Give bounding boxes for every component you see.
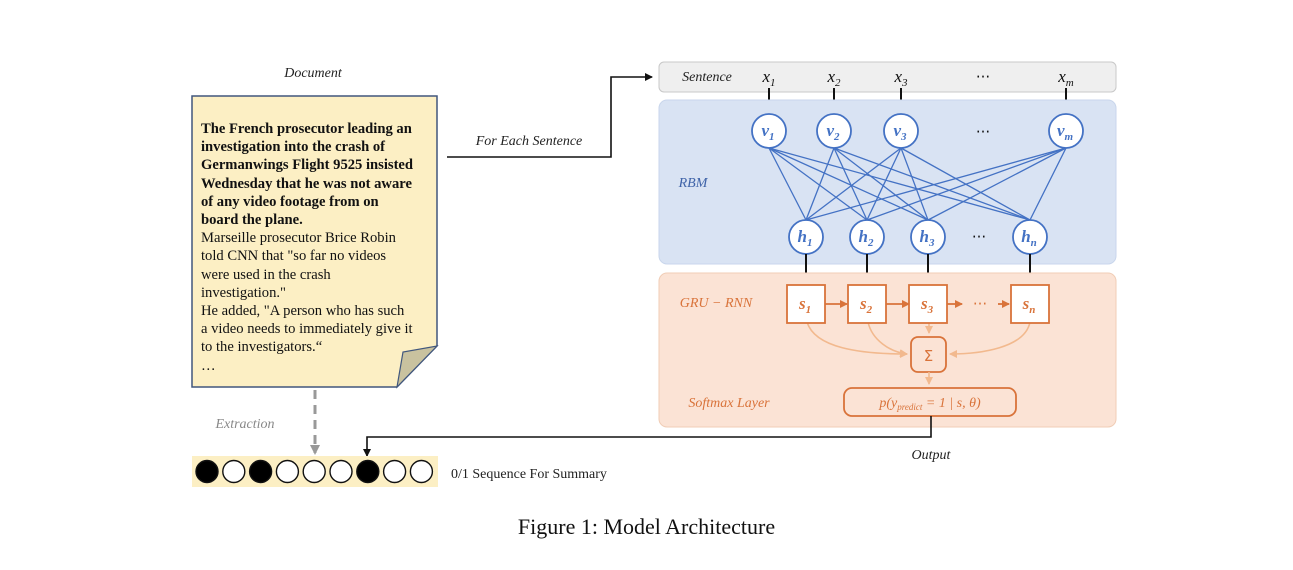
rbm-edge <box>866 147 902 221</box>
visible-node-3 <box>883 113 919 149</box>
figure-caption: Figure 1: Model Architecture <box>517 514 776 539</box>
softmax-formula: p(ypredict = 1 | s, θ) <box>878 396 981 412</box>
sentence-label: Sentence <box>682 70 732 85</box>
state-to-sum-link <box>867 321 908 358</box>
document-headline-line: The French prosecutor leading an <box>201 121 412 137</box>
rbm-edge <box>805 147 835 221</box>
selected-sentence-dot <box>195 459 219 484</box>
rbm-edge <box>833 147 868 221</box>
unselected-sentence-dot <box>409 459 434 484</box>
hidden-ellipsis: ··· <box>972 228 986 246</box>
unselected-sentence-dot <box>382 459 407 484</box>
gru-rnn-label: GRU − RNN <box>680 296 753 311</box>
state-node-label: s2 <box>859 294 873 316</box>
document-headline-line: investigation into the crash of <box>201 139 386 156</box>
document-body-line: Marseille prosecutor Brice Robin <box>201 230 396 247</box>
unselected-sentence-dot <box>302 459 326 484</box>
selected-sentence-dot <box>356 459 380 484</box>
sequence-label: 0/1 Sequence For Summary <box>451 467 607 482</box>
sentence-row <box>658 61 1117 93</box>
hidden-node-label: h1 <box>798 227 813 249</box>
input-x-3: x3 <box>893 67 908 89</box>
output-arrow <box>363 416 932 457</box>
document-headline: The French prosecutor leading an investig… <box>201 120 433 229</box>
rbm-edge <box>866 147 1067 221</box>
softmax-formula-box <box>843 387 1017 417</box>
rbm-edge <box>927 147 1067 221</box>
visible-node-label: v2 <box>826 121 840 143</box>
document-headline-line: of any video footage from on <box>201 193 379 210</box>
state-to-sum-link <box>949 321 1031 358</box>
extraction-label: Extraction <box>214 417 274 432</box>
rbm-edge <box>805 147 1067 221</box>
input-x-2: x2 <box>826 67 841 89</box>
hidden-node-label: h3 <box>920 227 935 249</box>
softmax-layer-label: Softmax Layer <box>688 396 770 411</box>
hidden-node-label: hn <box>1021 227 1037 249</box>
input-ellipsis: ··· <box>976 68 990 86</box>
sum-symbol: Σ <box>924 347 933 365</box>
document-text: The French prosecutor leading an investig… <box>201 120 433 375</box>
document-body-line: … <box>201 357 216 374</box>
document-fold <box>396 345 439 389</box>
input-x-m: xm <box>1057 67 1074 89</box>
visible-ellipsis: ··· <box>976 123 990 141</box>
output-label: Output <box>912 448 952 463</box>
input-x-1: x1 <box>761 67 775 89</box>
state-node-n <box>1010 284 1050 324</box>
rbm-edge <box>1029 147 1067 221</box>
hidden-node-label: h2 <box>859 227 874 249</box>
unselected-sentence-dot <box>329 459 353 484</box>
rbm-edge <box>900 147 929 221</box>
visible-node-1 <box>751 113 787 149</box>
state-node-1 <box>786 284 826 324</box>
visible-node-label: v1 <box>761 121 774 143</box>
state-node-label: s1 <box>798 294 811 316</box>
document-headline-line: Germanwings Flight 9525 insisted <box>201 157 414 174</box>
rbm-label: RBM <box>678 176 709 191</box>
document-body-line: a video needs to immediately give it <box>201 321 413 338</box>
rbm-edge <box>805 147 902 221</box>
document-body-line: told CNN that "so far no videos <box>201 248 387 265</box>
visible-node-label: v3 <box>893 121 907 143</box>
rbm-edge <box>833 147 929 221</box>
document-body-line: investigation." <box>201 284 286 301</box>
document-title: Document <box>283 66 343 81</box>
document-headline-line: Wednesday that he was not aware <box>201 175 412 192</box>
rbm-edge <box>833 147 1031 221</box>
unselected-sentence-dot <box>222 459 246 484</box>
visible-node-m <box>1048 113 1084 149</box>
unselected-sentence-dot <box>275 459 300 484</box>
document-headline-line: board the plane. <box>201 212 303 229</box>
rbm-edge <box>768 147 1031 221</box>
document-body-line: to the investigators.“ <box>201 339 323 356</box>
selected-sentence-dot <box>248 459 273 484</box>
for-each-sentence-arrow <box>447 73 653 158</box>
for-each-sentence-label: For Each Sentence <box>475 134 583 149</box>
state-ellipsis: ··· <box>973 295 987 313</box>
state-node-label: s3 <box>920 294 934 316</box>
visible-node-label: vm <box>1057 121 1074 143</box>
document-body-line: were used in the crash <box>201 266 331 283</box>
document-body-line: He added, "A person who has such <box>201 303 405 320</box>
state-node-label: sn <box>1022 294 1036 316</box>
visible-node-2 <box>816 113 852 149</box>
state-to-sum-link <box>806 321 908 358</box>
rbm-edge <box>768 147 807 221</box>
